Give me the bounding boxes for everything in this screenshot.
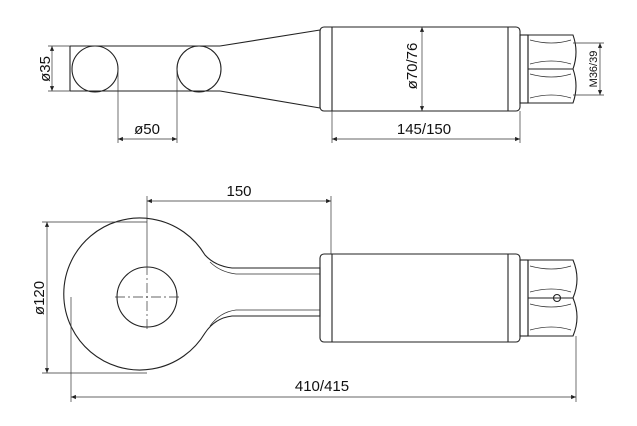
dim-eye-offset: 150 xyxy=(146,183,332,265)
hex-nut-bottom xyxy=(519,259,578,337)
label-body-dia: ø70/76 xyxy=(404,43,421,90)
label-eye-outer-dia: ø120 xyxy=(31,281,48,315)
eye-section xyxy=(69,45,222,93)
label-body-length: 145/150 xyxy=(397,121,451,138)
dim-overall-length: 410/415 xyxy=(70,297,577,402)
dim-eye-outer-dia: ø120 xyxy=(31,221,147,374)
shank-taper xyxy=(219,29,321,109)
hex-nut xyxy=(519,34,577,104)
pin-hole xyxy=(552,293,562,303)
label-eye-offset: 150 xyxy=(226,183,251,200)
bottom-view: 150 ø120 410/415 xyxy=(31,183,578,402)
eye-section-left xyxy=(71,45,119,93)
label-thread: M36/39 xyxy=(588,51,600,88)
dim-body-dia: ø70/76 xyxy=(404,27,425,111)
body-cylinder-bottom xyxy=(319,253,521,343)
dim-thread: M36/39 xyxy=(573,42,604,96)
top-view: ø35 ø50 ø70/76 145/150 M36/39 xyxy=(37,26,604,143)
label-overall-length: 410/415 xyxy=(295,378,349,395)
label-shank-dia: ø35 xyxy=(37,56,54,82)
dim-body-length: 145/150 xyxy=(331,111,521,143)
eye-section-right xyxy=(176,45,222,93)
eye-outline xyxy=(63,217,321,371)
label-eye-dia: ø50 xyxy=(134,121,160,138)
dim-shank-dia: ø35 xyxy=(37,45,70,92)
dim-eye-dia: ø50 xyxy=(117,69,178,143)
